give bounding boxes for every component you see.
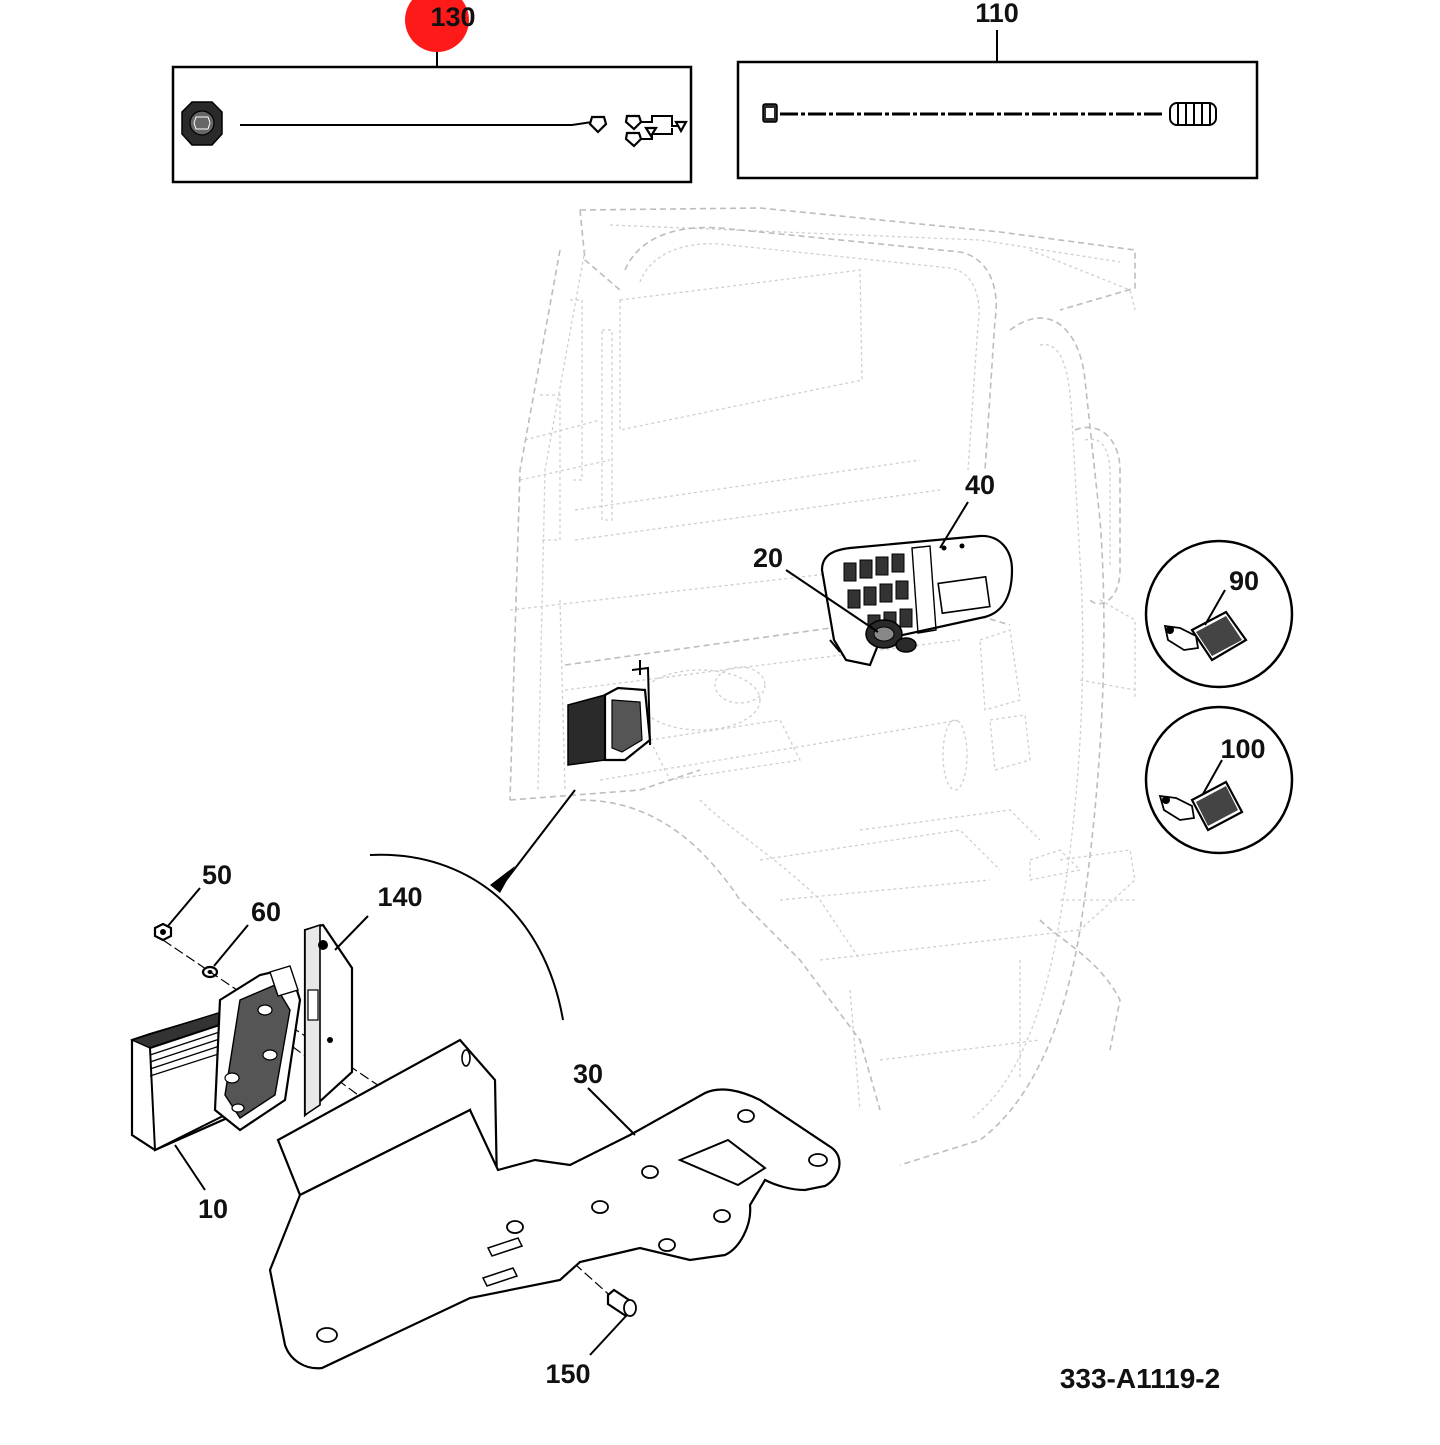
- key-100-inset[interactable]: [1144, 705, 1294, 855]
- nut-50[interactable]: [153, 922, 173, 942]
- callout-90: 90: [1229, 566, 1259, 596]
- drawing-number: 333-A1119-2: [1060, 1363, 1220, 1394]
- callout-10: 10: [198, 1194, 228, 1224]
- detail-pointer: [490, 789, 576, 893]
- key-90-inset[interactable]: [1144, 539, 1294, 689]
- detail-arc: [369, 853, 564, 1021]
- callout-60: 60: [251, 897, 281, 927]
- callout-100: 100: [1220, 734, 1265, 764]
- mounting-bracket-30[interactable]: [268, 1038, 841, 1370]
- harness-130-inset[interactable]: [171, 65, 693, 184]
- controller-in-cab: [567, 660, 652, 766]
- callout-150: 150: [545, 1359, 590, 1389]
- harness-110-inset[interactable]: [736, 60, 1259, 180]
- callout-110: 110: [975, 0, 1019, 28]
- bolt-150[interactable]: [589, 1288, 637, 1356]
- callout-40: 40: [965, 470, 995, 500]
- controller-module-10[interactable]: [130, 965, 302, 1191]
- callout-50: 50: [202, 860, 232, 890]
- callout-30: 30: [573, 1059, 603, 1089]
- bracket-140[interactable]: [303, 915, 369, 1118]
- callout-20: 20: [753, 543, 783, 573]
- callout-130: 130: [430, 2, 475, 32]
- cab-outline: [509, 207, 1136, 1166]
- ignition-switch-20[interactable]: [865, 619, 917, 653]
- callout-140: 140: [377, 882, 422, 912]
- highlight-marker: [405, 0, 469, 52]
